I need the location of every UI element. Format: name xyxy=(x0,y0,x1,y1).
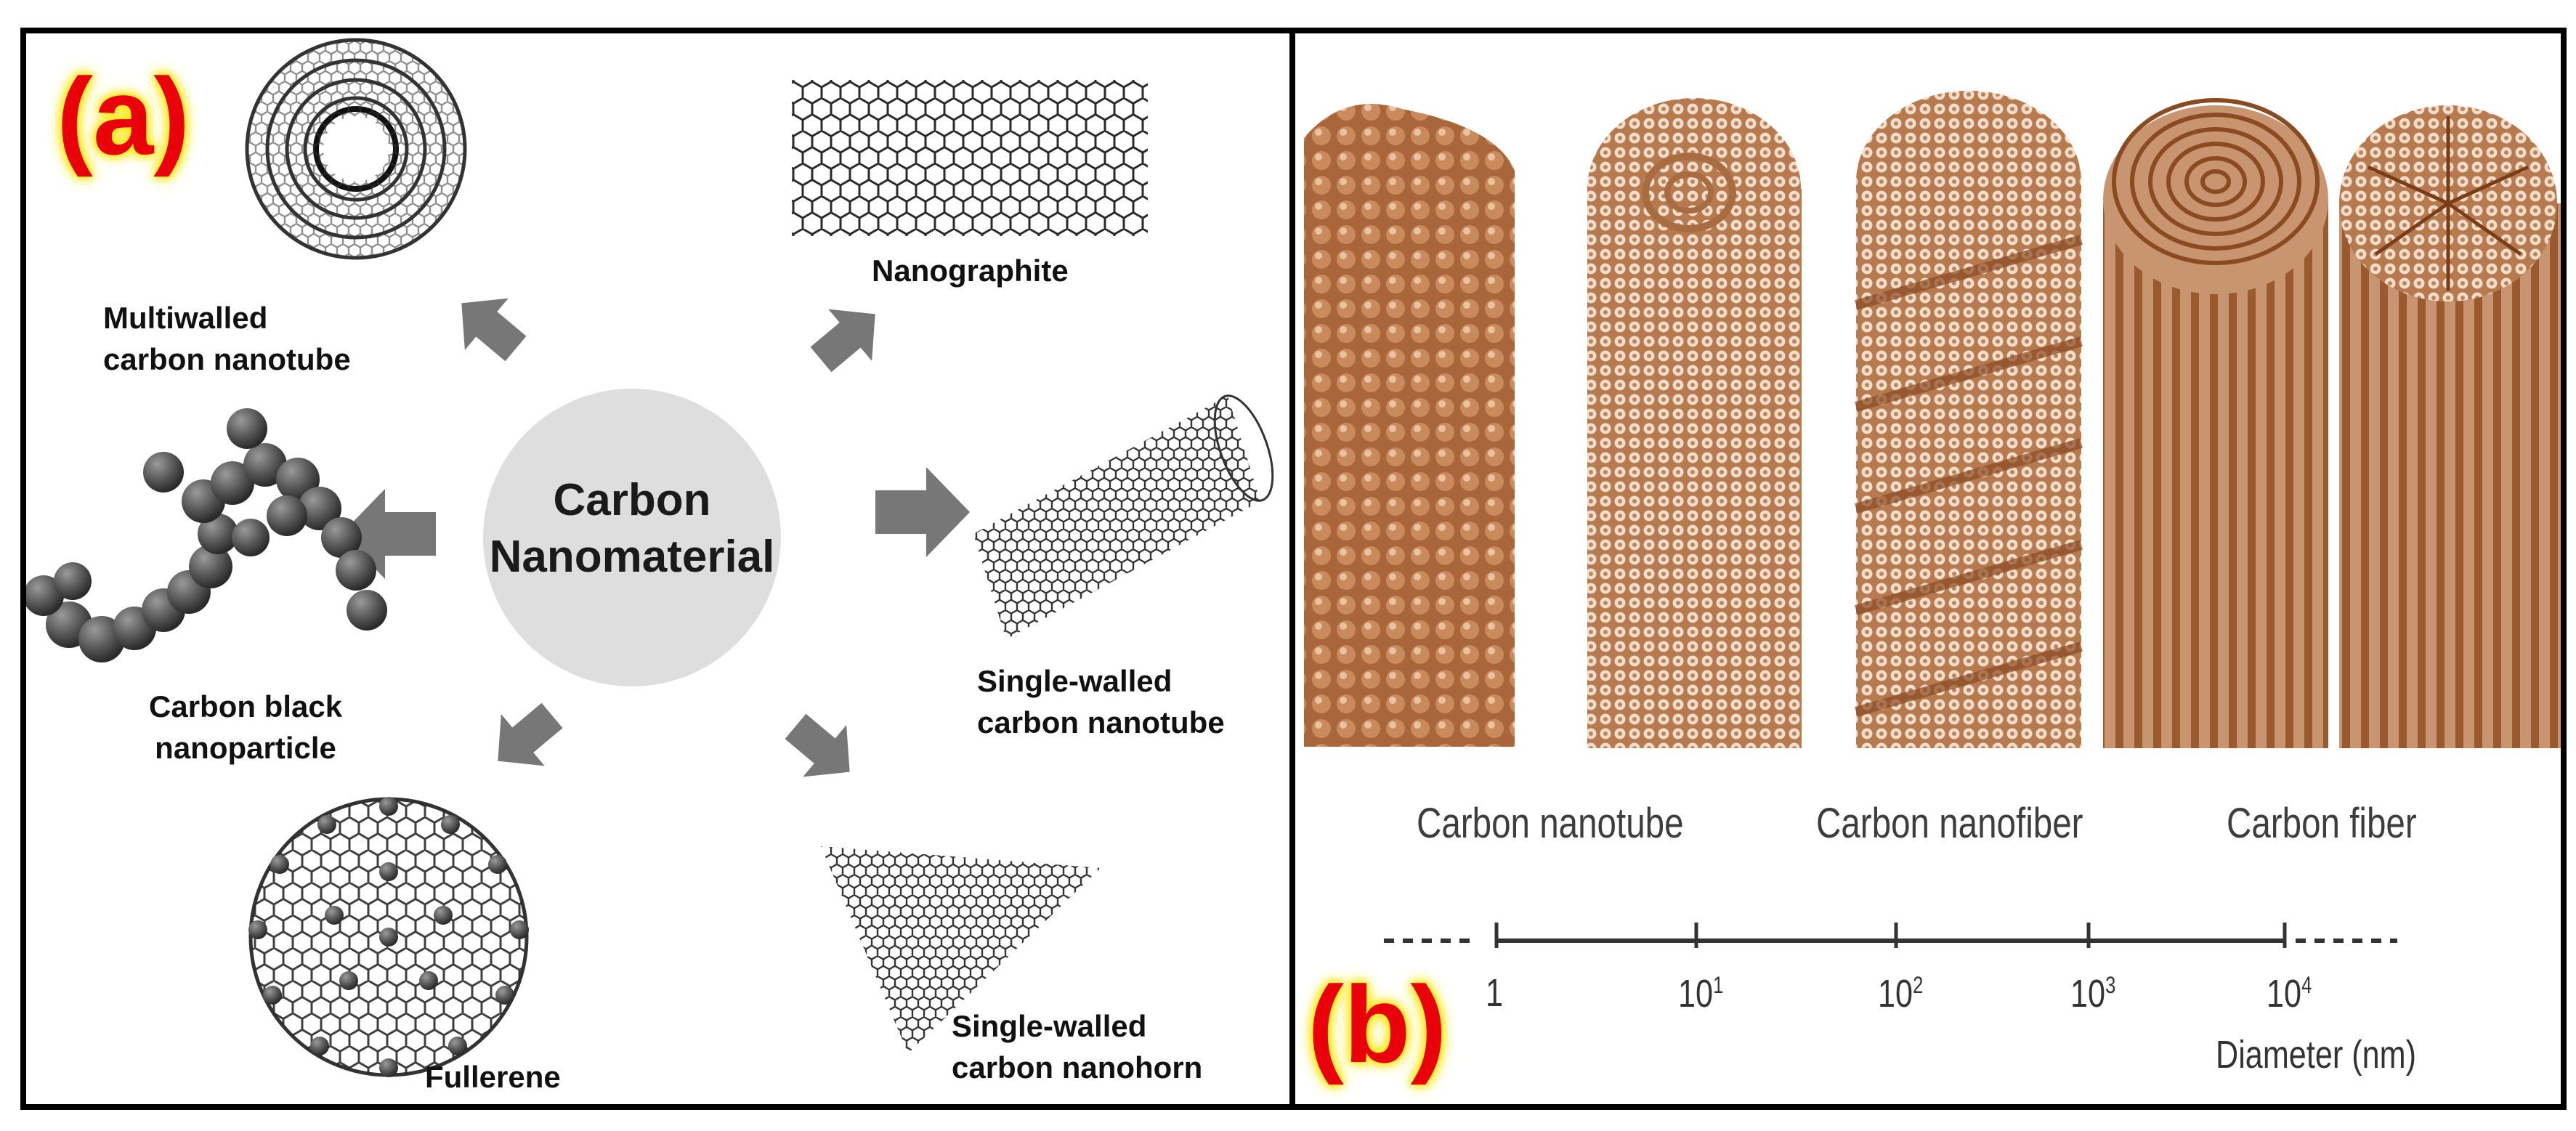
axis-label: Diameter (nm) xyxy=(2216,1033,2417,1077)
category-cnt: Carbon nanotube xyxy=(1417,800,1684,847)
nanographite-illustration xyxy=(792,80,1148,236)
category-cnf: Carbon nanofiber xyxy=(1816,800,2083,847)
panel-b-letter: (b) xyxy=(1308,963,1447,1085)
center-label: Carbon Nanomaterial xyxy=(489,475,775,582)
panel-a-letter: (a) xyxy=(57,55,190,177)
panel-b-frame xyxy=(1289,28,2567,1110)
label-mwcnt: Multiwalled carbon nanotube xyxy=(103,301,351,376)
mwcnt-illustration xyxy=(245,38,467,260)
center-circle xyxy=(483,389,781,686)
diameter-axis xyxy=(1384,923,2397,948)
tick-label: 1 xyxy=(1486,971,1504,1015)
tick-label: 101 xyxy=(1678,972,1724,1016)
nanohorn-illustration xyxy=(821,846,1101,1053)
fullerene-illustration xyxy=(248,797,529,1077)
label-fullerene: Fullerene xyxy=(425,1060,561,1094)
label-carbon-black: Carbon black nanoparticle xyxy=(149,689,343,765)
label-nanohorn: Single-walled carbon nanohorn xyxy=(952,1009,1203,1085)
label-swcnt: Single-walled carbon nanotube xyxy=(977,664,1225,739)
tick-label: 103 xyxy=(2070,972,2116,1016)
cf-radial-illustration xyxy=(2339,105,2561,748)
arrow-icon xyxy=(341,298,970,777)
label-nanographite: Nanographite xyxy=(872,254,1069,288)
tick-label: 102 xyxy=(1878,972,1924,1016)
category-cf: Carbon fiber xyxy=(2227,800,2417,847)
cnt-bundle-illustration xyxy=(1304,104,1515,747)
cf-concentric-illustration xyxy=(2103,98,2328,748)
tick-label: 104 xyxy=(2267,972,2312,1016)
carbon-black-illustration xyxy=(23,408,387,662)
swcnt-illustration xyxy=(973,394,1274,639)
cnf-illustration xyxy=(1855,91,2083,748)
cnt-illustration xyxy=(1587,98,1802,748)
